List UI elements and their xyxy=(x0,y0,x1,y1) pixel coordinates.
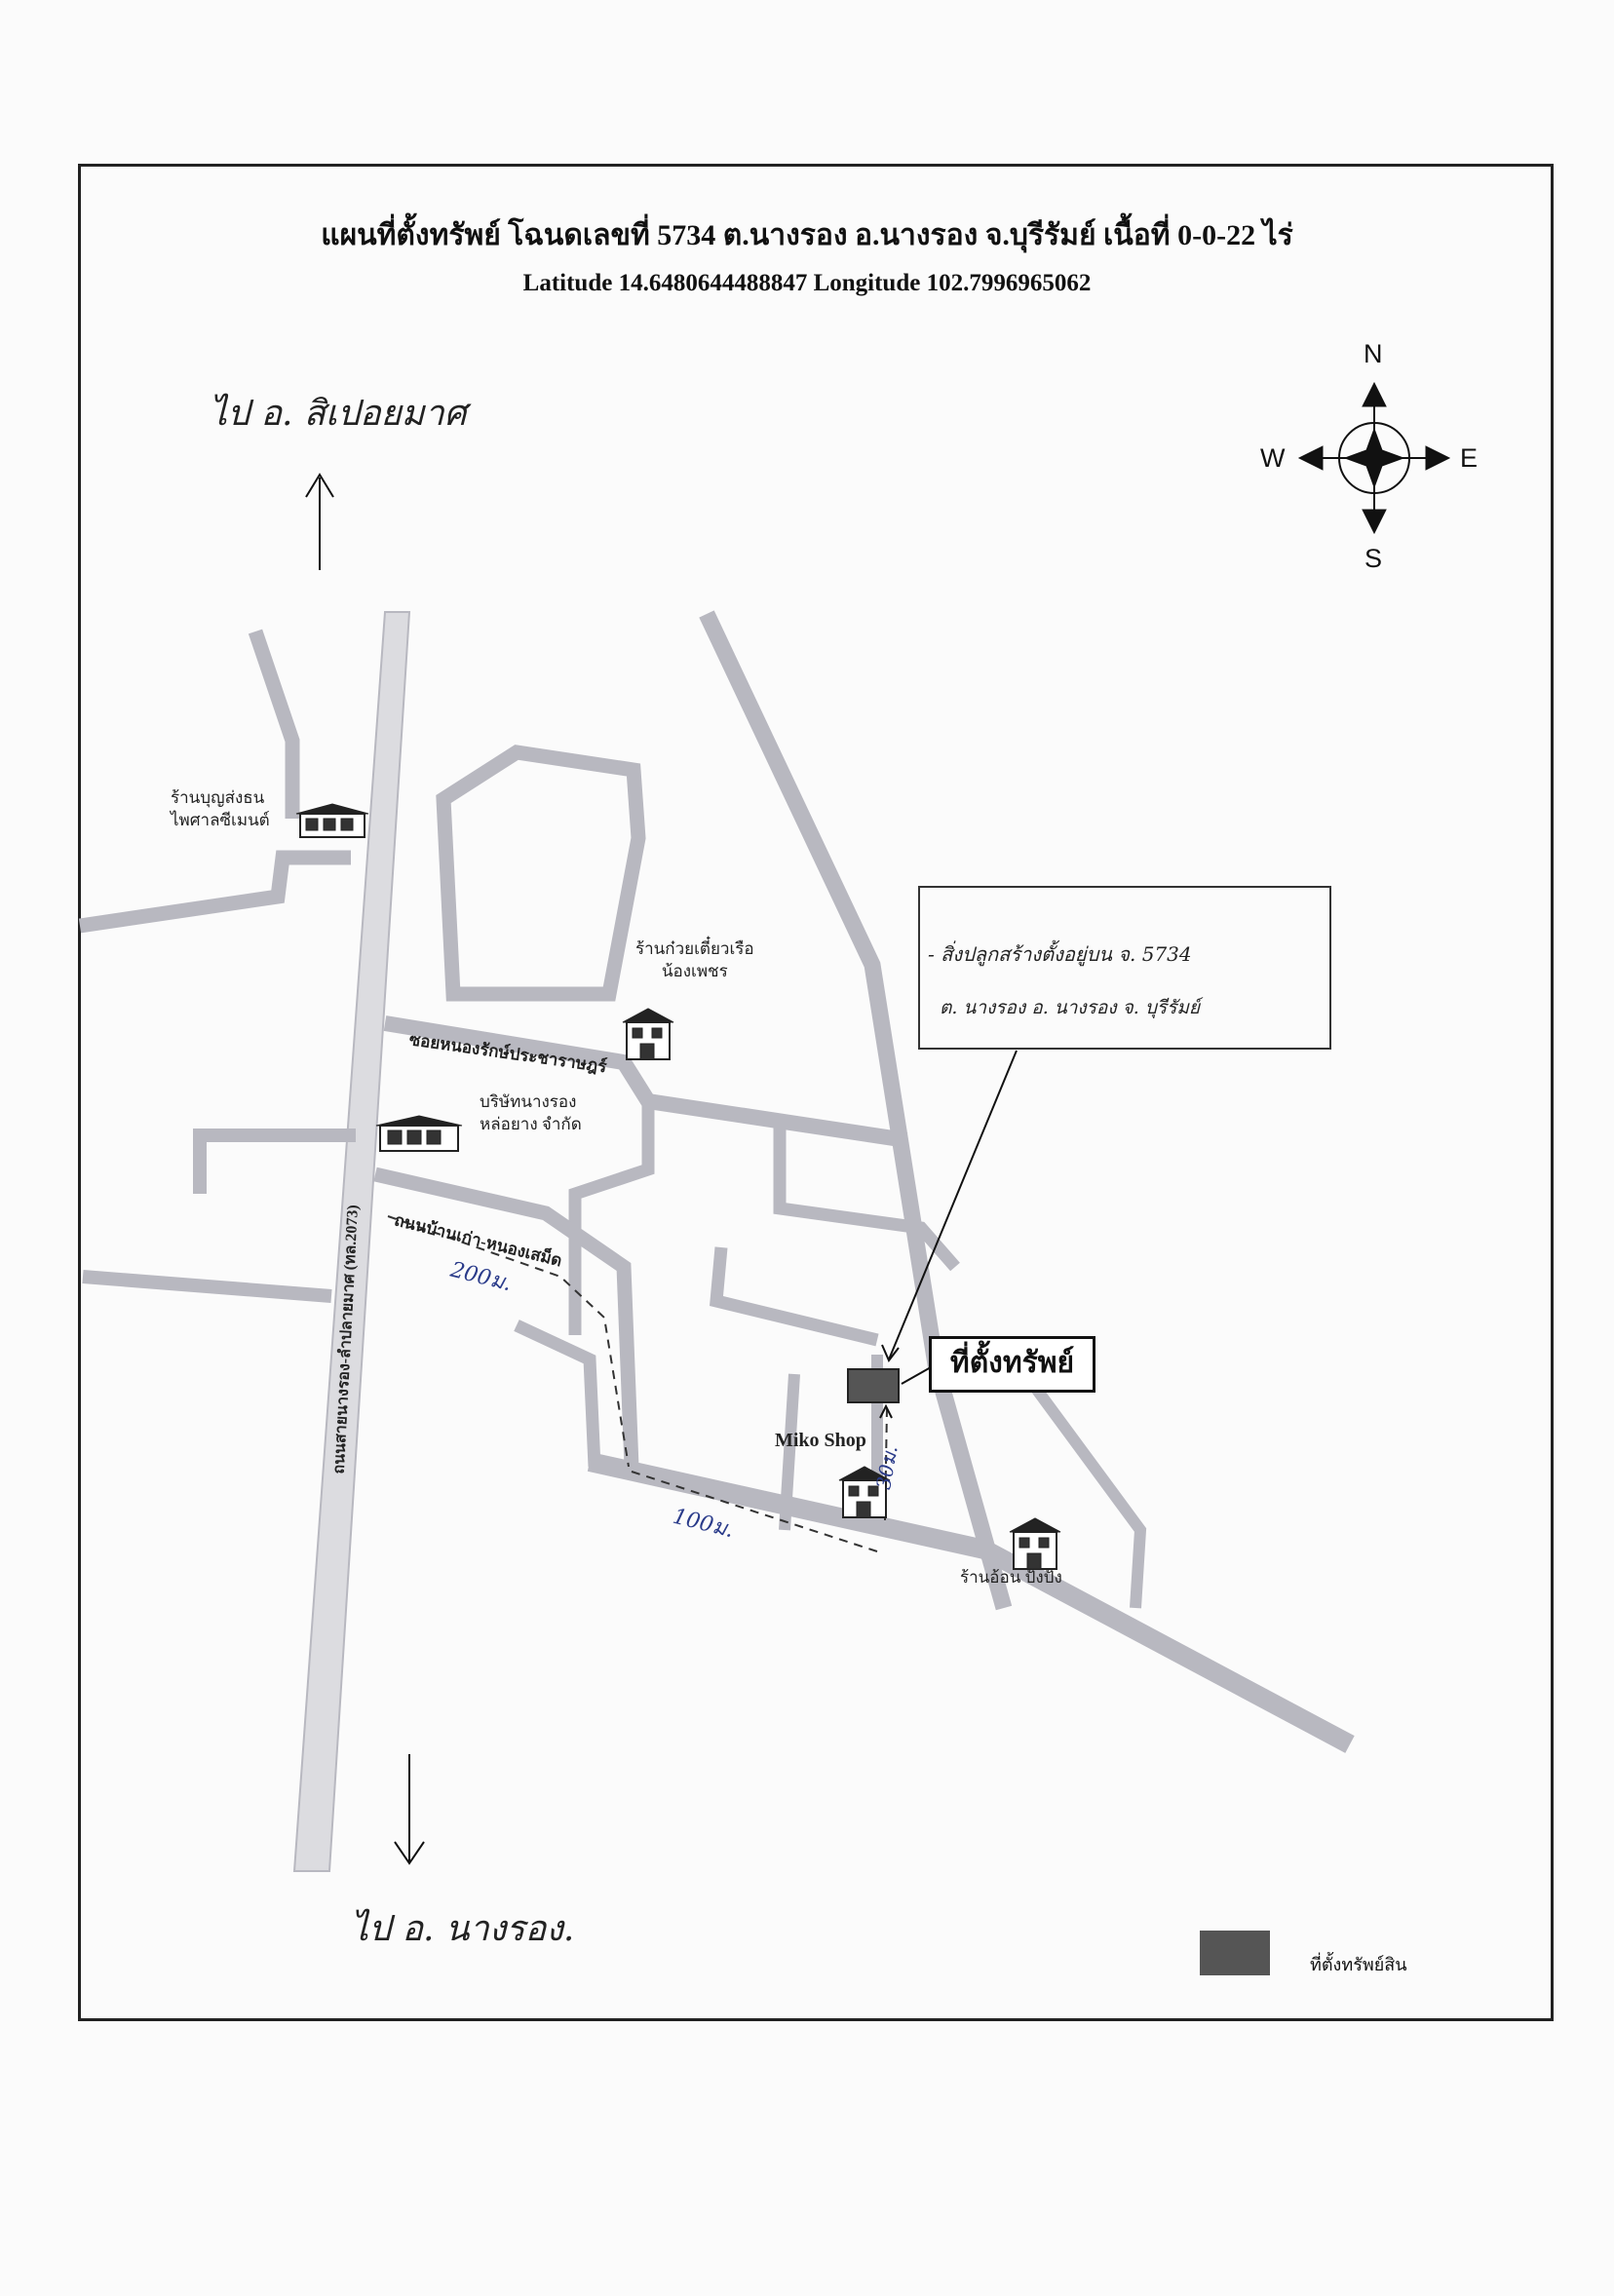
roads xyxy=(78,610,1355,1872)
road-left-top xyxy=(248,629,300,819)
east-diagonal-road xyxy=(699,610,1013,1611)
highway-road xyxy=(292,611,411,1872)
soi-branch xyxy=(568,1101,655,1335)
south-direction-note: ไป อ. นางรอง. xyxy=(351,1909,575,1949)
arrows xyxy=(305,473,1018,1865)
building-icons xyxy=(295,803,1061,1570)
compass-w: W xyxy=(1260,443,1286,473)
dashed-paths xyxy=(387,1215,888,1552)
callout-box: - สิ่งปลูกสร้างตั้งอยู่บน จ. 5734 ต. นาง… xyxy=(918,886,1331,1050)
building-icon-noodle xyxy=(622,1008,674,1060)
company-label: บริษัทนางรอง หล่อยาง จำกัด xyxy=(480,1092,582,1133)
callout-line2: ต. นางรอง อ. นางรอง จ. บุรีรัมย์ xyxy=(940,997,1200,1018)
building-icon-company xyxy=(375,1115,463,1152)
north-direction-note: ไป อ. สิเปอยมาศ xyxy=(210,394,467,434)
building-icon-store1 xyxy=(295,803,369,838)
north-arrow-head xyxy=(305,473,334,498)
building-icon-shop-east xyxy=(1009,1517,1061,1570)
coordinates: Latitude 14.6480644488847 Longitude 102.… xyxy=(522,270,1092,296)
bottom-main-road xyxy=(587,1452,1355,1753)
map-title: แผนที่ตั้งทรัพย์ โฉนดเลขที่ 5734 ต.นางรอ… xyxy=(321,219,1293,251)
noodle-shop-label: ร้านก๋วยเตี๋ยวเรือ น้องเพชร xyxy=(635,939,754,980)
shop-east-label: ร้านอ้อน ปังปัง xyxy=(960,1568,1062,1587)
compass-n: N xyxy=(1364,339,1383,368)
old-road xyxy=(373,1167,639,1468)
dashed-route-200 xyxy=(387,1215,630,1468)
callout-pointer-head xyxy=(881,1344,900,1362)
loop-road xyxy=(436,745,646,1002)
compass-s: S xyxy=(1364,544,1383,573)
callout-line1: - สิ่งปลูกสร้างตั้งอยู่บน จ. 5734 xyxy=(928,942,1192,966)
legend-label: ที่ตั้งทรัพย์สิน xyxy=(1310,1955,1407,1974)
property-marker xyxy=(847,1368,900,1403)
compass-e: E xyxy=(1460,443,1479,473)
small-road-1 xyxy=(779,1373,800,1531)
prop-arrow-head xyxy=(879,1403,893,1419)
compass-rose xyxy=(1297,381,1451,535)
west-branch xyxy=(514,1320,601,1468)
company-road xyxy=(193,1129,356,1194)
west-road xyxy=(82,1270,332,1303)
building-icon-miko xyxy=(838,1466,891,1518)
property-label: ที่ตั้งทรัพย์ xyxy=(929,1336,1095,1393)
loop-road-2 xyxy=(710,1246,879,1347)
map-frame xyxy=(78,164,1554,2021)
prop-to-label xyxy=(901,1366,932,1385)
callout-pointer xyxy=(888,1050,1018,1360)
store1-label: ร้านบุญส่งธน ไพศาลซีเมนต์ xyxy=(171,788,270,829)
miko-shop-label: Miko Shop xyxy=(775,1430,866,1451)
dashed-route-100 xyxy=(631,1471,878,1552)
box-road xyxy=(773,1116,960,1272)
dashed-route-30 xyxy=(884,1407,888,1521)
south-arrow-head xyxy=(394,1841,425,1865)
road-left-west xyxy=(78,850,351,934)
legend-swatch xyxy=(1200,1931,1270,1975)
small-road-2 xyxy=(999,1341,1147,1609)
